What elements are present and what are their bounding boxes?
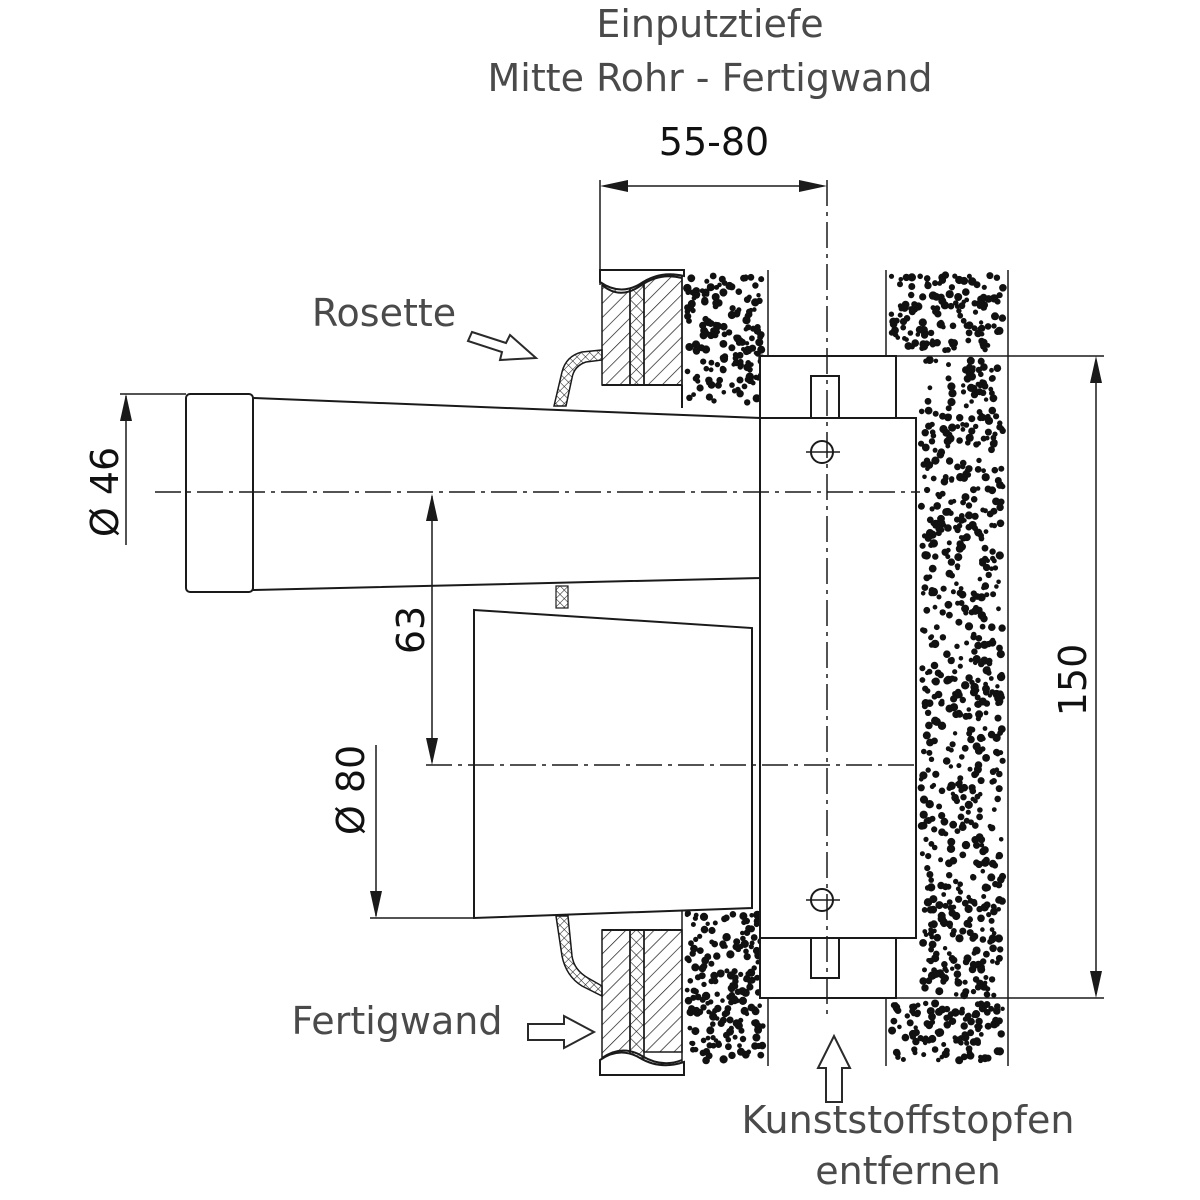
rosette-bottom <box>555 915 603 998</box>
tile-layer-bottom <box>601 929 631 1059</box>
dia-large-label: Ø 80 <box>329 745 373 835</box>
plastic-plug-top <box>810 375 840 419</box>
finished-wall-label: Fertigwand <box>292 999 503 1043</box>
finished-wall-layers <box>599 269 685 1076</box>
plaster-layer-bottom <box>643 929 683 1053</box>
mounting-box <box>759 355 917 999</box>
tile-layer-top <box>601 284 631 386</box>
upper-pipe <box>185 393 761 593</box>
adhesive-layer-top <box>629 284 645 386</box>
masonry-dots <box>683 271 1007 1065</box>
center-distance-label: 63 <box>389 606 433 654</box>
masonry-wall <box>681 270 1009 1066</box>
depth-title-line2: Mitte Rohr - Fertigwand <box>487 56 932 100</box>
dimension-dia-small <box>120 393 186 545</box>
adhesive-layer-bottom <box>629 929 645 1059</box>
center-lines <box>155 180 920 1020</box>
rosette-top-ring <box>555 585 569 609</box>
lower-pipe <box>473 608 753 920</box>
dimension-center-distance <box>426 494 438 765</box>
plug-label-line1: Kunststoffstopfen <box>742 1098 1075 1142</box>
screw-hole-top <box>806 440 840 464</box>
dia-small-label: Ø 46 <box>83 447 127 537</box>
plastic-plug-bottom <box>810 937 840 979</box>
height-label: 150 <box>1051 644 1095 717</box>
plaster-layer-top <box>643 274 683 386</box>
rosette-label: Rosette <box>312 291 456 335</box>
upper-pipe-sleeve <box>185 393 254 593</box>
plug-pointer-arrow <box>816 1033 852 1103</box>
depth-title-line1: Einputztiefe <box>596 2 823 46</box>
screw-hole-bottom <box>806 888 840 912</box>
dimension-dia-large <box>370 745 474 919</box>
dimension-depth <box>599 180 827 285</box>
plug-label-line2: entfernen <box>815 1149 1001 1193</box>
rosette-pointer-arrow <box>466 330 539 362</box>
rosette <box>553 349 603 998</box>
depth-range-label: 55-80 <box>659 120 769 164</box>
rosette-top <box>553 349 603 407</box>
dimension-height <box>896 355 1104 999</box>
finished-wall-pointer-arrow <box>527 1014 597 1050</box>
